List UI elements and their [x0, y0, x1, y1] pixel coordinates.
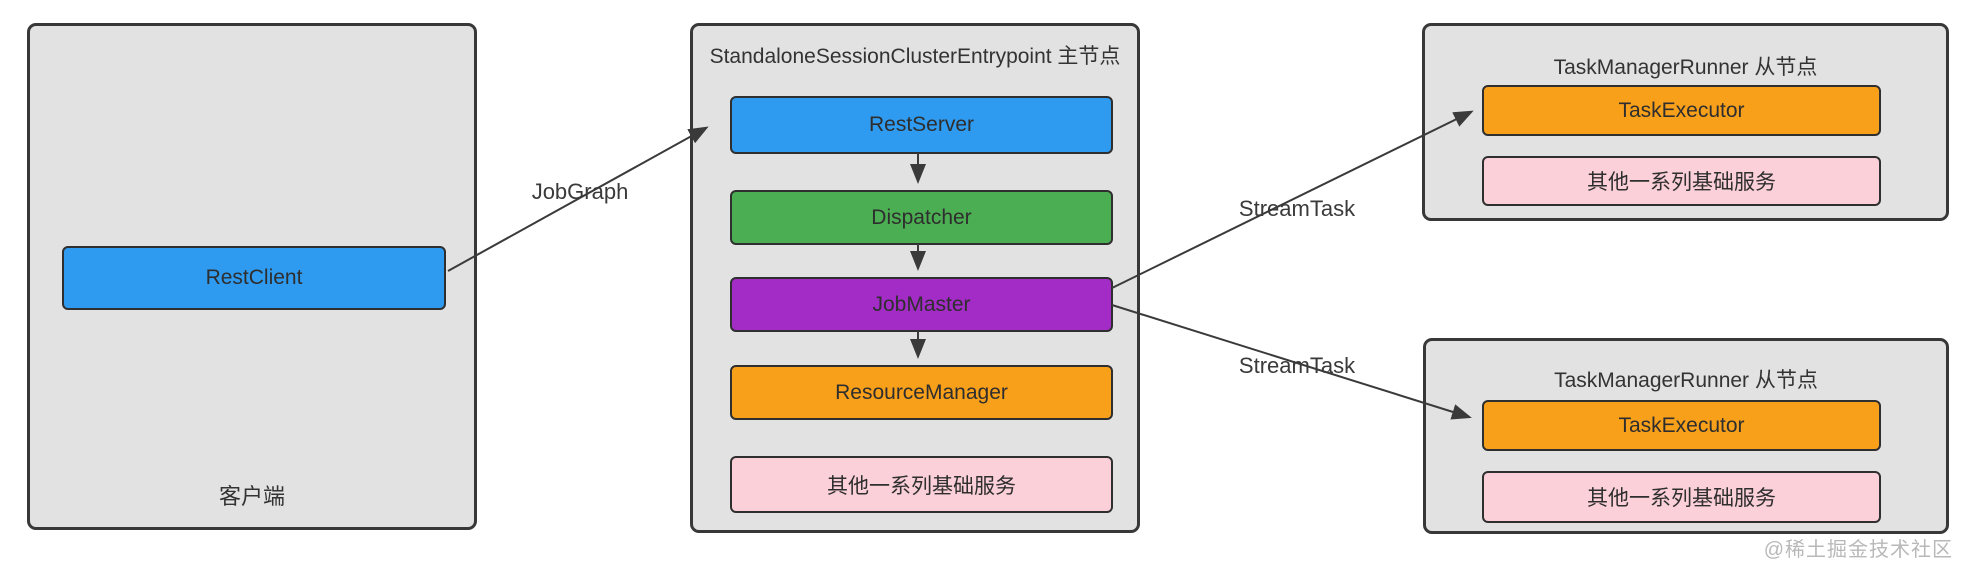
edge-label-streamtask-top: StreamTask	[1238, 196, 1356, 221]
component-dispatcher: Dispatcher	[730, 190, 1113, 245]
component-label: ResourceManager	[835, 380, 1008, 404]
component-label: JobMaster	[872, 292, 971, 316]
component-worker-bottom-misc-services: 其他一系列基础服务	[1482, 471, 1881, 523]
component-label: RestClient	[205, 266, 303, 289]
component-taskexecutor-bottom: TaskExecutor	[1482, 400, 1881, 451]
component-worker-top-misc-services: 其他一系列基础服务	[1482, 156, 1881, 206]
edge-label-jobgraph: JobGraph	[531, 179, 629, 204]
node-master-title: StandaloneSessionClusterEntrypoint 主节点	[709, 45, 1121, 68]
node-worker-top-title: TaskManagerRunner 从节点	[1553, 56, 1818, 79]
node-master: StandaloneSessionClusterEntrypoint 主节点 R…	[690, 23, 1140, 533]
component-master-misc-services: 其他一系列基础服务	[730, 456, 1113, 513]
component-label: RestServer	[868, 113, 975, 136]
component-taskexecutor-top: TaskExecutor	[1482, 85, 1881, 136]
component-restserver: RestServer	[730, 96, 1113, 154]
node-worker-bottom-title: TaskManagerRunner 从节点	[1554, 369, 1818, 392]
edge-label-streamtask-bottom: StreamTask	[1238, 353, 1356, 378]
component-label: TaskExecutor	[1618, 98, 1745, 122]
component-label: 其他一系列基础服务	[1587, 487, 1776, 510]
component-label: 其他一系列基础服务	[1587, 171, 1776, 194]
watermark: @稀土掘金技术社区	[1763, 539, 1953, 561]
component-label: TaskExecutor	[1618, 413, 1745, 437]
component-restclient: RestClient	[62, 246, 446, 310]
node-worker-bottom: TaskManagerRunner 从节点 TaskExecutor 其他一系列…	[1423, 338, 1949, 534]
component-resourcemanager: ResourceManager	[730, 365, 1113, 420]
node-client: RestClient 客户端	[27, 23, 477, 530]
node-client-title: 客户端	[218, 484, 285, 509]
component-jobmaster: JobMaster	[730, 277, 1113, 332]
component-label: Dispatcher	[871, 205, 972, 229]
component-label: 其他一系列基础服务	[827, 474, 1016, 498]
node-worker-top: TaskManagerRunner 从节点 TaskExecutor 其他一系列…	[1422, 23, 1949, 221]
